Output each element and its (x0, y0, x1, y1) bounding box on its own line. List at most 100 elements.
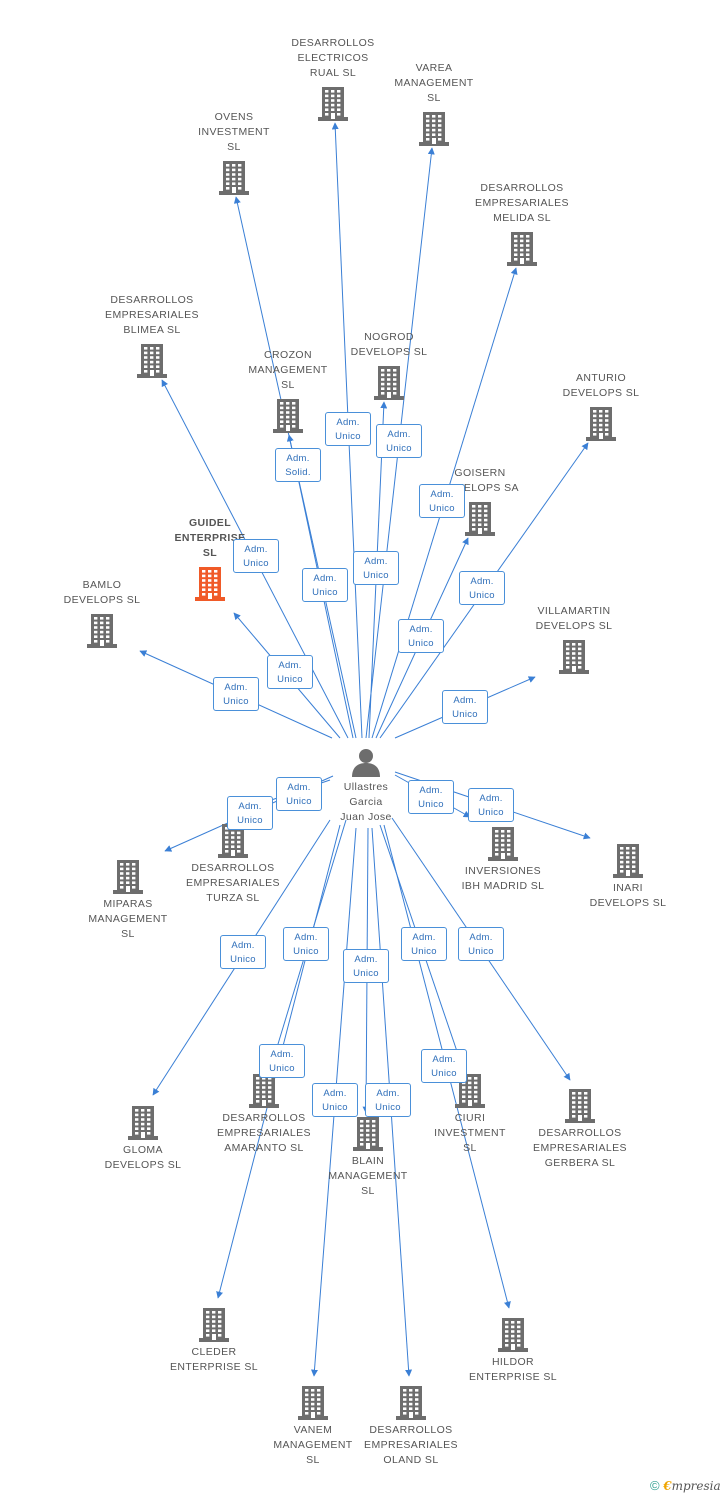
company-label: DESARROLLOS EMPRESARIALES AMARANTO SL (217, 1112, 311, 1154)
company-label: INVERSIONES IBH MADRID SL (461, 865, 545, 892)
person-name[interactable]: Ullastres Garcia Juan Jose (340, 781, 392, 823)
role-badge-anturio-develops[interactable]: Adm. Unico (459, 571, 505, 605)
company-node-crozon-management[interactable]: CROZON MANAGEMENT SL (223, 348, 353, 433)
building-icon (374, 366, 404, 400)
company-node-blain-management[interactable]: BLAIN MANAGEMENT SL (303, 1115, 433, 1199)
company-label: BAMLO DEVELOPS SL (63, 579, 141, 606)
building-icon (128, 1106, 158, 1140)
company-node-desarrollos-empresariales-amaranto[interactable]: DESARROLLOS EMPRESARIALES AMARANTO SL (199, 1072, 329, 1156)
company-label: BLAIN MANAGEMENT SL (328, 1155, 408, 1197)
company-node-vanem-management[interactable]: VANEM MANAGEMENT SL (248, 1384, 378, 1468)
company-label: CLEDER ENTERPRISE SL (169, 1346, 259, 1373)
company-label: ANTURIO DEVELOPS SL (562, 372, 640, 399)
role-badge-guidel-enterprise[interactable]: Adm. Unico (267, 655, 313, 689)
role-badge-ciuri-investment[interactable]: Adm. Unico (401, 927, 447, 961)
company-label: DESARROLLOS EMPRESARIALES TURZA SL (186, 862, 280, 904)
building-icon (195, 567, 225, 601)
company-node-desarrollos-electricos-rual[interactable]: DESARROLLOS ELECTRICOS RUAL SL (268, 36, 398, 121)
building-icon (249, 1074, 279, 1108)
company-label: DESARROLLOS EMPRESARIALES OLAND SL (364, 1424, 458, 1466)
building-icon (586, 407, 616, 441)
company-label: VAREA MANAGEMENT SL (394, 62, 474, 104)
company-node-varea-management[interactable]: VAREA MANAGEMENT SL (369, 61, 499, 146)
company-label: VANEM MANAGEMENT SL (273, 1424, 353, 1466)
company-label: GLOMA DEVELOPS SL (104, 1144, 182, 1171)
company-label: CIURI INVESTMENT SL (434, 1112, 506, 1154)
building-icon (465, 502, 495, 536)
company-node-villamartin-develops[interactable]: VILLAMARTIN DEVELOPS SL (509, 604, 639, 674)
role-badge-cleder-enterprise[interactable]: Adm. Unico (259, 1044, 305, 1078)
footer-brand: © €mpresia (650, 1478, 721, 1493)
company-node-desarrollos-empresariales-gerbera[interactable]: DESARROLLOS EMPRESARIALES GERBERA SL (515, 1087, 645, 1171)
role-badge-blain-management[interactable]: Adm. Unico (343, 949, 389, 983)
role-badge-ovens-investment[interactable]: Adm. Unico (302, 568, 348, 602)
role-badge-bamlo-develops[interactable]: Adm. Unico (213, 677, 259, 711)
role-badge-miparas-management[interactable]: Adm. Unico (276, 777, 322, 811)
role-badge-desarrollos-empresariales-blimea[interactable]: Adm. Unico (233, 539, 279, 573)
company-node-desarrollos-empresariales-oland[interactable]: DESARROLLOS EMPRESARIALES OLAND SL (346, 1384, 476, 1468)
role-badge-gloma-develops[interactable]: Adm. Unico (220, 935, 266, 969)
role-badge-inari-develops[interactable]: Adm. Unico (468, 788, 514, 822)
role-badge-desarrollos-empresariales-gerbera[interactable]: Adm. Unico (458, 927, 504, 961)
company-node-miparas-management[interactable]: MIPARAS MANAGEMENT SL (63, 858, 193, 942)
role-badge-vanem-management[interactable]: Adm. Unico (312, 1083, 358, 1117)
building-icon (273, 399, 303, 433)
company-node-inversiones-ibh-madrid[interactable]: INVERSIONES IBH MADRID SL (438, 825, 568, 894)
company-label: CROZON MANAGEMENT SL (248, 349, 328, 391)
company-label: DESARROLLOS EMPRESARIALES BLIMEA SL (105, 294, 199, 336)
company-label: OVENS INVESTMENT SL (198, 111, 270, 153)
company-label: INARI DEVELOPS SL (589, 882, 667, 909)
company-node-nogrod-develops[interactable]: NOGROD DEVELOPS SL (324, 330, 454, 400)
company-node-gloma-develops[interactable]: GLOMA DEVELOPS SL (78, 1104, 208, 1173)
building-icon (137, 344, 167, 378)
company-node-desarrollos-empresariales-turza[interactable]: DESARROLLOS EMPRESARIALES TURZA SL (168, 822, 298, 906)
building-icon (559, 640, 589, 674)
role-badge-desarrollos-empresariales-amaranto[interactable]: Adm. Unico (283, 927, 329, 961)
company-node-desarrollos-empresariales-blimea[interactable]: DESARROLLOS EMPRESARIALES BLIMEA SL (87, 293, 217, 378)
role-badge-desarrollos-empresariales-oland[interactable]: Adm. Unico (365, 1083, 411, 1117)
company-label: MIPARAS MANAGEMENT SL (88, 898, 168, 940)
company-label: NOGROD DEVELOPS SL (350, 331, 428, 358)
role-badge-desarrollos-empresariales-turza[interactable]: Adm. Unico (227, 796, 273, 830)
building-icon (419, 112, 449, 146)
company-node-anturio-develops[interactable]: ANTURIO DEVELOPS SL (536, 371, 666, 441)
role-badge-hildor-enterprise[interactable]: Adm. Unico (421, 1049, 467, 1083)
company-node-guidel-enterprise[interactable]: GUIDEL ENTERPRISE SL (145, 516, 275, 601)
role-badge-crozon-management[interactable]: Adm. Solid. (275, 448, 321, 482)
building-icon (613, 844, 643, 878)
role-badge-inversiones-ibh-madrid[interactable]: Adm. Unico (408, 780, 454, 814)
building-icon (396, 1386, 426, 1420)
role-badge-goisern-develops[interactable]: Adm. Unico (398, 619, 444, 653)
person-icon[interactable] (351, 747, 381, 777)
role-badge-varea-management[interactable]: Adm. Unico (376, 424, 422, 458)
building-icon (353, 1117, 383, 1151)
company-label: GUIDEL ENTERPRISE SL (174, 517, 246, 559)
role-badge-nogrod-develops[interactable]: Adm. Unico (353, 551, 399, 585)
role-badge-desarrollos-empresariales-melida[interactable]: Adm. Unico (419, 484, 465, 518)
building-icon (507, 232, 537, 266)
company-label: DESARROLLOS EMPRESARIALES MELIDA SL (475, 182, 569, 224)
building-icon (113, 860, 143, 894)
company-node-bamlo-develops[interactable]: BAMLO DEVELOPS SL (37, 578, 167, 648)
company-node-hildor-enterprise[interactable]: HILDOR ENTERPRISE SL (448, 1316, 578, 1385)
company-label: HILDOR ENTERPRISE SL (468, 1356, 558, 1383)
building-icon (565, 1089, 595, 1123)
building-icon (87, 614, 117, 648)
role-badge-desarrollos-electricos-rual[interactable]: Adm. Unico (325, 412, 371, 446)
company-label: VILLAMARTIN DEVELOPS SL (535, 605, 613, 632)
role-badge-villamartin-develops[interactable]: Adm. Unico (442, 690, 488, 724)
company-node-desarrollos-empresariales-melida[interactable]: DESARROLLOS EMPRESARIALES MELIDA SL (457, 181, 587, 266)
building-icon (498, 1318, 528, 1352)
copyright-symbol: © (650, 1478, 660, 1493)
company-node-inari-develops[interactable]: INARI DEVELOPS SL (563, 842, 693, 911)
building-icon (199, 1308, 229, 1342)
company-node-cleder-enterprise[interactable]: CLEDER ENTERPRISE SL (149, 1306, 279, 1375)
building-icon (298, 1386, 328, 1420)
building-icon (318, 87, 348, 121)
company-label: DESARROLLOS ELECTRICOS RUAL SL (291, 37, 375, 79)
company-label: DESARROLLOS EMPRESARIALES GERBERA SL (533, 1127, 627, 1169)
building-icon (219, 161, 249, 195)
building-icon (218, 824, 248, 858)
brand-logo: €mpresia (663, 1479, 721, 1493)
company-node-ovens-investment[interactable]: OVENS INVESTMENT SL (169, 110, 299, 195)
